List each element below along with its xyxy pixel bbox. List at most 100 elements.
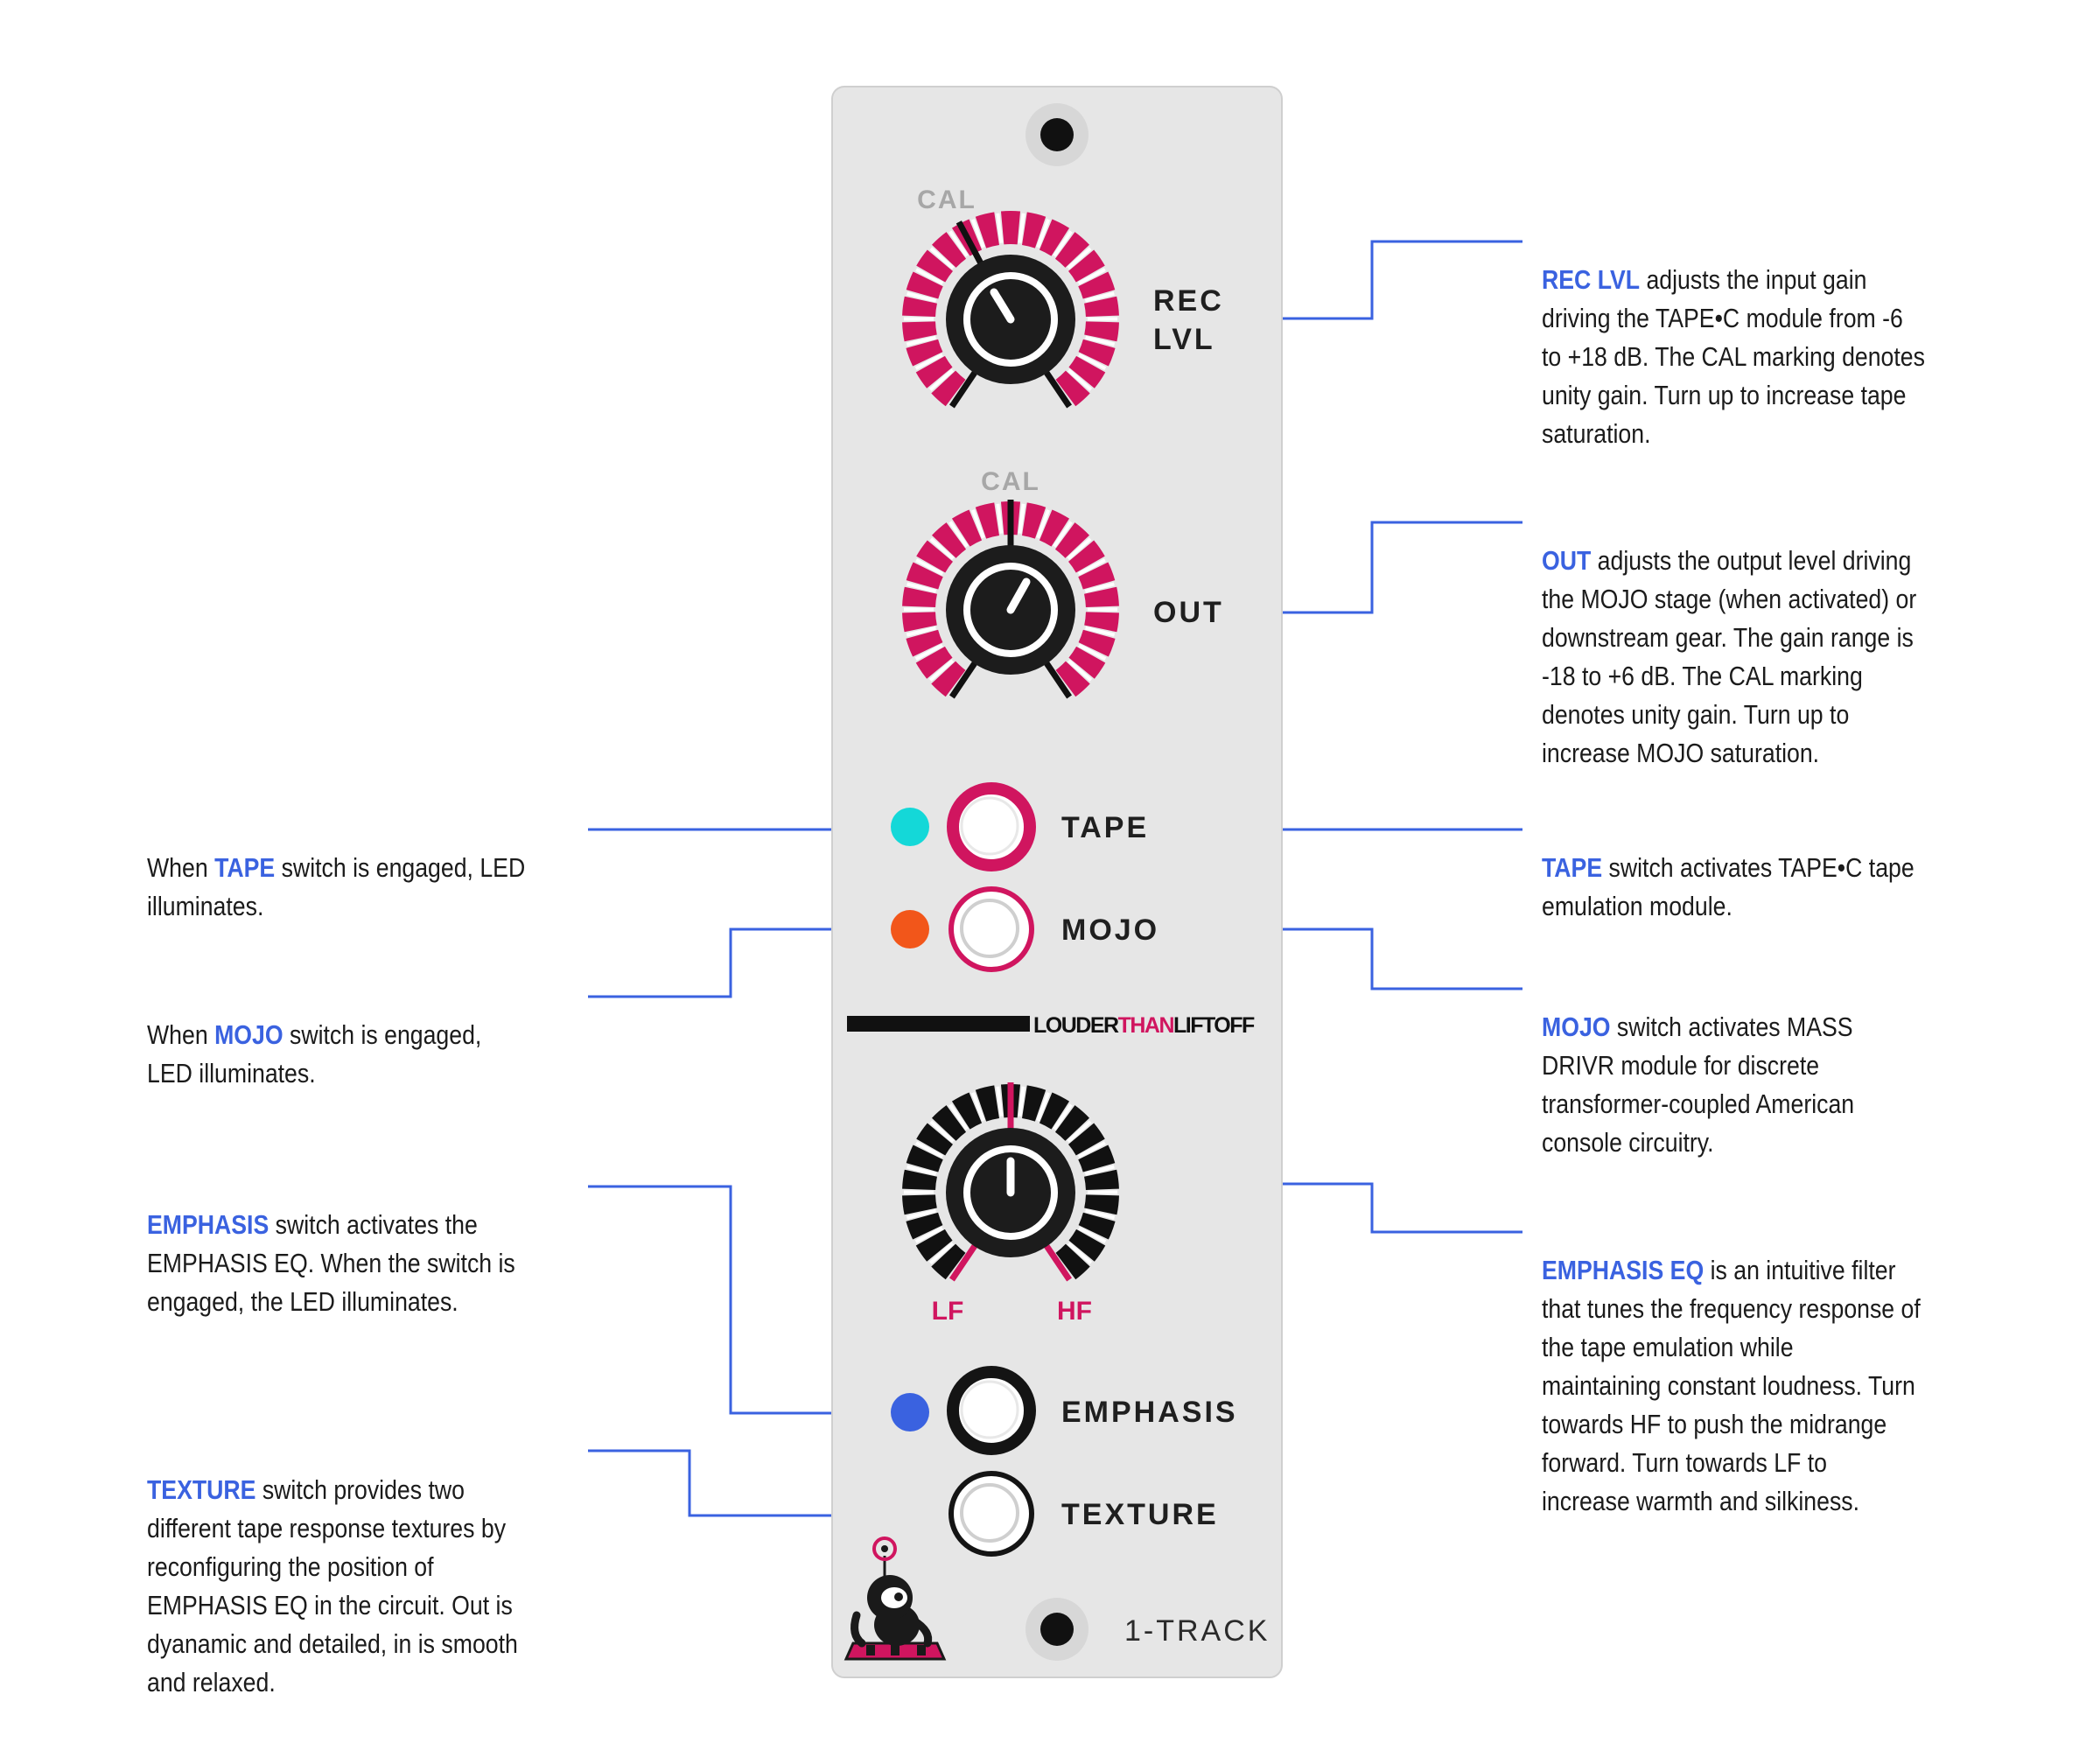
scale-segment (1054, 232, 1089, 268)
scale-segment (1039, 509, 1070, 547)
tape-left-annotation: When TAPE switch is engaged, LED illumin… (147, 810, 525, 926)
out-cal-label: CAL (981, 467, 1040, 496)
scale-tick (970, 219, 985, 248)
texture-left-keyword: TEXTURE (147, 1474, 256, 1505)
emphasis-eq-keyword: EMPHASIS EQ (1542, 1255, 1704, 1285)
scale-segment (1068, 249, 1105, 283)
scale-segment (902, 1169, 937, 1190)
scale-segment (906, 1212, 943, 1240)
scale-segment (1000, 210, 1021, 245)
texture-label: TEXTURE (1061, 1498, 1219, 1531)
scale-tick (906, 626, 936, 637)
faceplate (831, 86, 1283, 1678)
rec-lvl-annotation: REC LVL adjusts the input gain driving t… (1542, 222, 1925, 453)
scale-segment (906, 562, 943, 590)
emphasis-eq-knob[interactable] (946, 1128, 1075, 1257)
scale-tick (929, 247, 955, 270)
scale-tick (906, 1208, 936, 1220)
scale-tick (1085, 626, 1116, 637)
out-pointer (1006, 578, 1031, 614)
scale-tick (906, 582, 937, 593)
mojo-left-description: switch is engaged, LED illuminates. (147, 1019, 482, 1088)
mojo-left-keyword: MOJO (214, 1019, 284, 1050)
scale-tick (1043, 369, 1073, 409)
scale-tick (948, 1242, 978, 1282)
out-description: adjusts the output level driving the MOJ… (1542, 545, 1917, 768)
scale-tick (996, 503, 1004, 534)
scale-tick (1053, 521, 1073, 548)
emphasis-switch[interactable] (947, 1366, 1036, 1455)
scale-segment (1055, 661, 1090, 697)
scale-segment (1068, 1228, 1106, 1262)
scale-tick (906, 1165, 937, 1176)
scale-tick (915, 1141, 944, 1158)
scale-tick (948, 521, 969, 548)
scale-tick (1053, 230, 1073, 257)
scale-segment (1068, 1123, 1105, 1156)
emphasis-left-leader (588, 1185, 875, 1415)
rec-lvl-pointer (990, 288, 1015, 324)
scale-tick (1043, 1242, 1073, 1282)
scale-segment (1078, 629, 1116, 657)
scale-tick (1036, 509, 1051, 539)
texture-switch[interactable] (948, 1471, 1034, 1557)
scale-tick (1078, 1226, 1107, 1243)
scale-tick (1018, 503, 1026, 534)
tape-led (891, 808, 929, 846)
scale-segment (902, 612, 937, 633)
out-keyword: OUT (1542, 545, 1592, 576)
scale-segment (1022, 1085, 1046, 1122)
scale-tick (1085, 1208, 1116, 1220)
emphasis-led (891, 1393, 929, 1432)
scale-tick (1078, 643, 1107, 661)
top-screw (1026, 103, 1088, 166)
scale-segment (1068, 646, 1106, 679)
scale-segment (975, 502, 999, 539)
scale-segment (1084, 1194, 1119, 1215)
scale-tick (1036, 219, 1051, 248)
scale-segment (1084, 321, 1119, 342)
rec-lvl-scale (902, 210, 1119, 409)
model-name: 1-TRACK (1124, 1614, 1270, 1648)
brand-part3: LIFTOFF (1173, 1013, 1255, 1038)
scale-segment (906, 271, 943, 299)
scale-segment (1022, 502, 1046, 539)
tape-switch[interactable] (947, 782, 1036, 872)
scale-tick (1018, 1086, 1026, 1116)
emphasis-eq-scale (902, 1082, 1119, 1282)
rec-lvl-leader (1227, 240, 1522, 320)
scale-tick (928, 659, 955, 682)
tape-left-prefix: When (147, 852, 215, 883)
out-annotation: OUT adjusts the output level driving the… (1542, 503, 1916, 773)
rec-lvl-knob[interactable] (946, 255, 1075, 384)
scale-tick (915, 558, 944, 576)
out-knob[interactable] (946, 545, 1075, 675)
mojo-switch[interactable] (948, 886, 1034, 972)
scale-segment (931, 370, 966, 407)
scale-tick (929, 537, 955, 560)
scale-tick (948, 369, 978, 409)
scale-segment (915, 355, 953, 388)
scale-tick (1043, 660, 1073, 699)
tape-label: TAPE (1061, 811, 1149, 844)
scale-tick (996, 1086, 1004, 1116)
scale-segment (1068, 355, 1106, 388)
tape-right-annotation: TAPE switch activates TAPE•C tape emulat… (1542, 810, 1914, 926)
scale-segment (975, 212, 999, 248)
scale-segment (916, 540, 953, 573)
scale-tick (915, 268, 944, 285)
scale-tick (948, 660, 978, 699)
scale-segment (951, 509, 983, 547)
lf-label: LF (932, 1297, 964, 1326)
scale-tick (928, 368, 955, 391)
scale-tick (956, 220, 984, 266)
mojo-right-keyword: MOJO (1542, 1012, 1611, 1042)
emphasis-left-annotation: EMPHASIS switch activates the EMPHASIS E… (147, 1167, 515, 1321)
scale-tick (1077, 268, 1106, 285)
scale-tick (1084, 582, 1115, 593)
tape-right-description: switch activates TAPE•C tape emulation m… (1542, 852, 1914, 921)
scale-tick (948, 1103, 969, 1130)
scale-tick (914, 1226, 943, 1243)
scale-tick (1067, 537, 1092, 560)
